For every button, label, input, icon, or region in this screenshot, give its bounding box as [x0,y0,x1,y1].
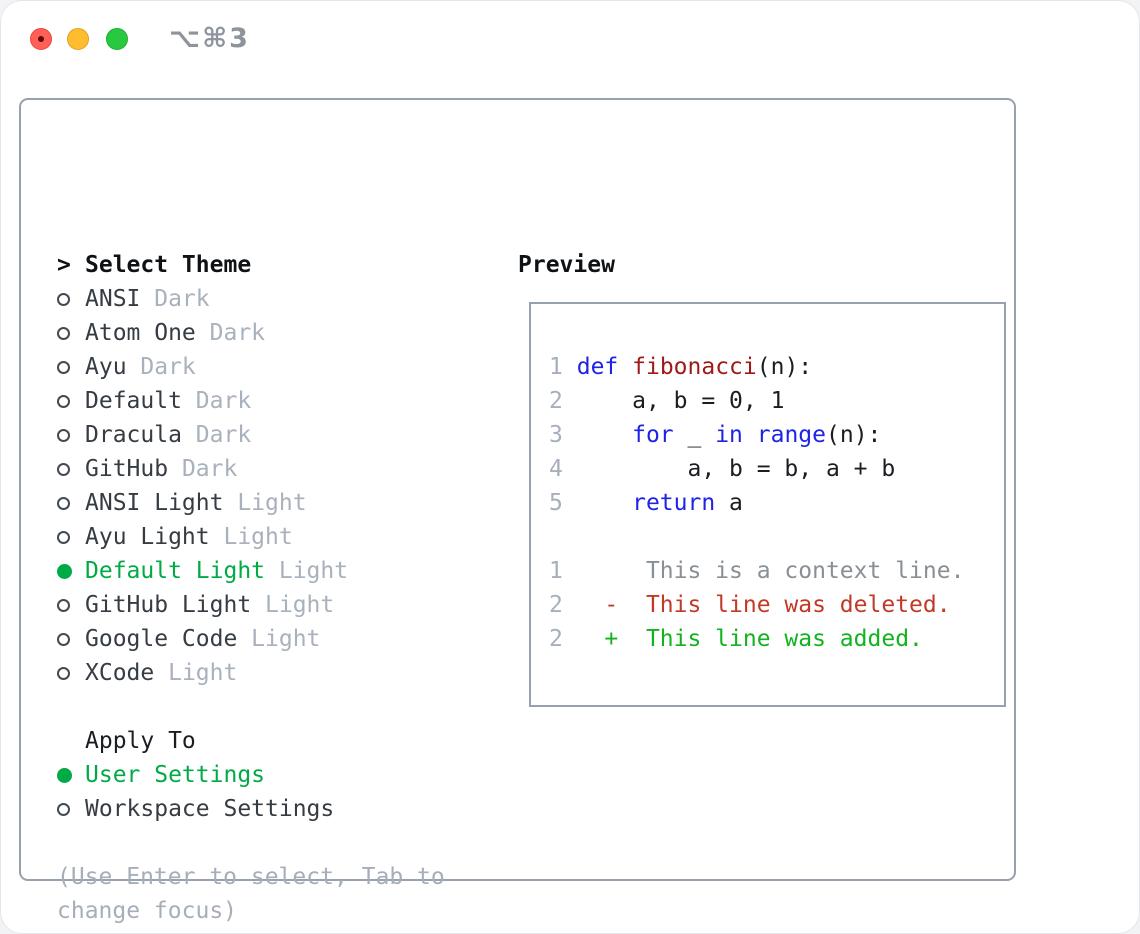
apply-option-user-settings[interactable]: User Settings [57,758,445,792]
diff-context-line: 1 This is a context line. [549,558,965,584]
theme-list-header-label: Select Theme [85,252,252,278]
apply-option-workspace-settings[interactable]: Workspace Settings [57,792,445,826]
radio-icon [57,326,85,340]
theme-option-atom-one-dark[interactable]: Atom One Dark [57,316,445,350]
theme-option-ayu-light[interactable]: Ayu Light Light [57,520,445,554]
hint-text-line1: (Use Enter to select, Tab to [57,864,445,890]
apply-to-header-label: Apply To [85,728,196,754]
close-traffic-light-icon[interactable] [30,28,52,50]
zoom-traffic-light-icon[interactable] [106,28,128,50]
theme-option-ansi-dark[interactable]: ANSI Dark [57,282,445,316]
title-bar: ⌥⌘3 [1,1,1139,77]
main-panel: > Select Theme ANSI Dark Atom One Dark A… [19,98,1016,924]
theme-list-header: > Select Theme [57,248,445,282]
divider-space [57,690,445,724]
theme-option-default-dark[interactable]: Default Dark [57,384,445,418]
theme-option-google-code-light[interactable]: Google Code Light [57,622,445,656]
theme-option-ansi-light[interactable]: ANSI Light Light [57,486,445,520]
radio-icon [57,598,85,612]
diff-added-line: 2 + This line was added. [549,626,923,652]
preview-pane: 1 def fibonacci(n): 2 a, b = 0, 1 3 for … [529,302,1006,707]
apply-to-header: Apply To [57,724,445,758]
code-line-blank [549,520,1004,554]
radio-icon [57,462,85,476]
radio-icon [57,530,85,544]
code-line: 3 for _ in range(n): [549,422,882,448]
radio-icon [57,394,85,408]
radio-icon [57,496,85,510]
code-line: 1 def fibonacci(n): [549,354,813,380]
diff-deleted-line: 2 - This line was deleted. [549,592,951,618]
radio-icon [57,802,85,816]
code-line: 5 return a [549,490,743,516]
divider-space [57,826,445,860]
theme-option-github-light[interactable]: GitHub Light Light [57,588,445,622]
radio-icon [57,666,85,680]
theme-selector: > Select Theme ANSI Dark Atom One Dark A… [57,248,445,928]
theme-option-xcode-light[interactable]: XCode Light [57,656,445,690]
radio-icon [57,360,85,374]
code-line: 2 a, b = 0, 1 [549,388,785,414]
hint-text-line2: change focus) [57,898,238,924]
minimize-traffic-light-icon[interactable] [67,28,89,50]
theme-option-ayu-dark[interactable]: Ayu Dark [57,350,445,384]
radio-selected-icon [57,563,85,579]
focus-caret-icon: > [57,252,71,278]
radio-selected-icon [57,767,85,783]
radio-icon [57,292,85,306]
theme-option-github-dark[interactable]: GitHub Dark [57,452,445,486]
code-line: 4 a, b = b, a + b [549,456,896,482]
window-title: ⌥⌘3 [169,23,250,54]
theme-option-dracula-dark[interactable]: Dracula Dark [57,418,445,452]
radio-icon [57,428,85,442]
theme-option-default-light[interactable]: Default Light Light [57,554,445,588]
preview-header: Preview [518,252,615,278]
radio-icon [57,632,85,646]
